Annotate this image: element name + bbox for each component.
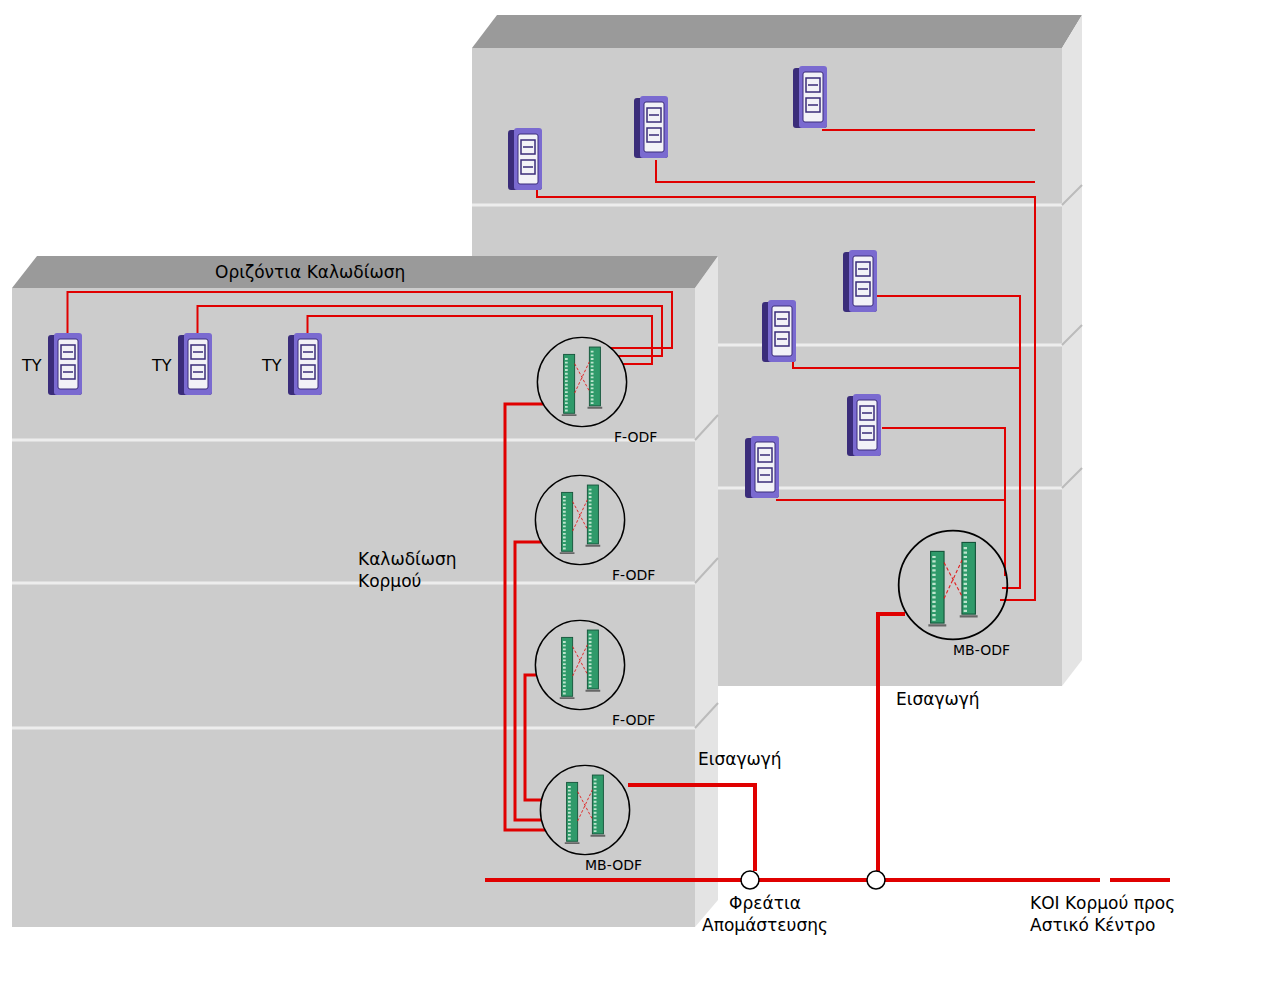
odf-panel [534,619,626,711]
annotation-label: Φρεάτια Απομάστευσης [700,892,830,936]
outlet-label: TY [262,356,282,375]
outlet-icon [178,333,212,397]
odf-circle: F-ODF [534,619,626,711]
odf-circle: MB-ODF [539,764,631,856]
annotation-label: Εισαγωγή [896,688,980,710]
cable [68,292,673,348]
telecom-outlet: TY [152,333,212,397]
telecom-outlet: TY [262,333,322,397]
outlet-label: TY [22,356,42,375]
odf-panel [897,529,1009,641]
odf-panel [534,474,626,566]
cable [515,542,542,820]
odf-label: MB-ODF [953,642,1010,658]
odf-circle: F-ODF [534,474,626,566]
outlet-icon [288,333,322,397]
telecom-outlet: TY [22,333,82,397]
cable [505,404,545,830]
annotation-label: Εισαγωγή [698,748,782,770]
odf-label: F-ODF [612,567,655,583]
odf-panel [536,336,628,428]
cable [525,675,542,800]
annotation-label: ΚΟΙ Κορμού προς Αστικό Κέντρο [1030,892,1205,936]
annotation-label: Οριζόντια Καλωδίωση [215,261,405,283]
odf-label: F-ODF [612,712,655,728]
odf-panel [539,764,631,856]
odf-label: MB-ODF [585,857,642,873]
annotation-label: Καλωδίωση Κορμού [358,548,488,592]
odf-circle: F-ODF [536,336,628,428]
odf-label: F-ODF [614,429,657,445]
outlet-label: TY [152,356,172,375]
outlet-icon [48,333,82,397]
odf-circle: MB-ODF [897,529,1009,641]
